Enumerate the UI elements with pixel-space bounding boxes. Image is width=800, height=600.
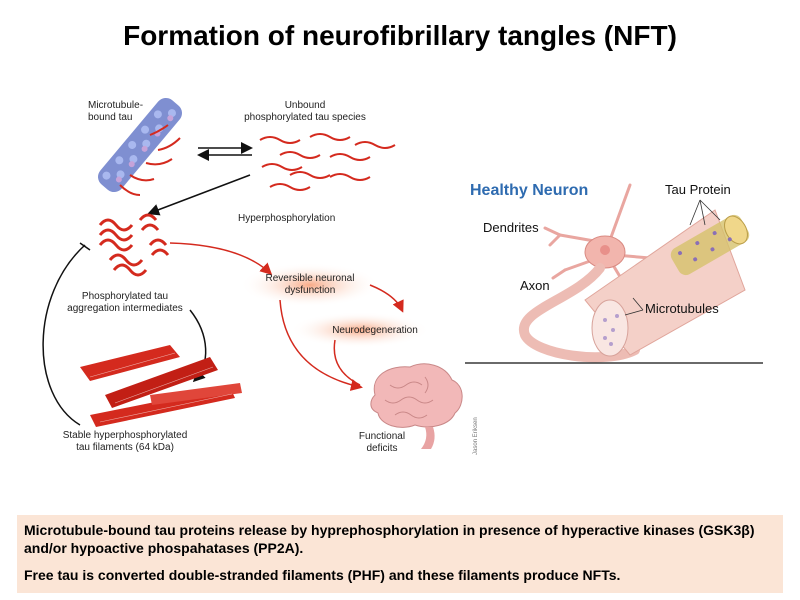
axon-label: Axon (520, 278, 550, 293)
reversible-label-1: Reversible neuronal (266, 273, 355, 284)
reversible-label-2: dysfunction (285, 285, 336, 296)
stable-filaments (80, 345, 242, 427)
aggregation-label-1: Phosphorylated tau (82, 291, 168, 302)
artist-credit: Jason Eriksen (473, 417, 479, 455)
dendrites-label: Dendrites (483, 220, 539, 235)
tau-protein-label: Tau Protein (665, 182, 731, 197)
neurodegeneration-label: Neurodegeneration (332, 325, 418, 336)
caption-line-2: Free tau is converted double-stranded fi… (24, 567, 621, 583)
cycle-arrow (42, 244, 86, 426)
red-pathway-arrows (169, 242, 404, 391)
tau-pathway-diagram: Microtubule- bound tau Unbound phosphory… (42, 97, 479, 455)
caption-line-1: Microtubule-bound tau proteins release b… (24, 522, 755, 556)
unbound-tau-squiggles (259, 133, 396, 191)
functional-label-2: deficits (366, 443, 397, 454)
hyperphosphorylation-arrow (147, 174, 251, 216)
healthy-neuron-title: Healthy Neuron (470, 182, 588, 199)
microtubules-label: Microtubules (645, 301, 719, 316)
neuron-illustration (518, 183, 750, 363)
aggregation-label-2: aggregation intermediates (67, 303, 183, 314)
filaments-label-2: tau filaments (64 kDa) (76, 442, 174, 453)
filaments-label-1: Stable hyperphosphorylated (63, 430, 188, 441)
caption-box: Microtubule-bound tau proteins release b… (17, 515, 783, 593)
slide-title: Formation of neurofibrillary tangles (NF… (123, 20, 677, 51)
functional-label-1: Functional (359, 431, 405, 442)
healthy-neuron-diagram: Healthy Neuron Dendrites Axon Tau Protei… (465, 182, 763, 364)
microtubule-label-1: Microtubule- (88, 100, 143, 111)
microtubule-label-2: bound tau (88, 112, 133, 123)
unbound-label-1: Unbound (285, 100, 326, 111)
brain-icon (370, 363, 463, 449)
microtubule-bound-tau-illustration (98, 97, 182, 196)
aggregation-intermediates (98, 213, 170, 277)
unbound-label-2: phosphorylated tau species (244, 112, 366, 123)
hyperphosphorylation-label: Hyperphosphorylation (238, 213, 335, 224)
equilibrium-arrows (197, 142, 253, 161)
